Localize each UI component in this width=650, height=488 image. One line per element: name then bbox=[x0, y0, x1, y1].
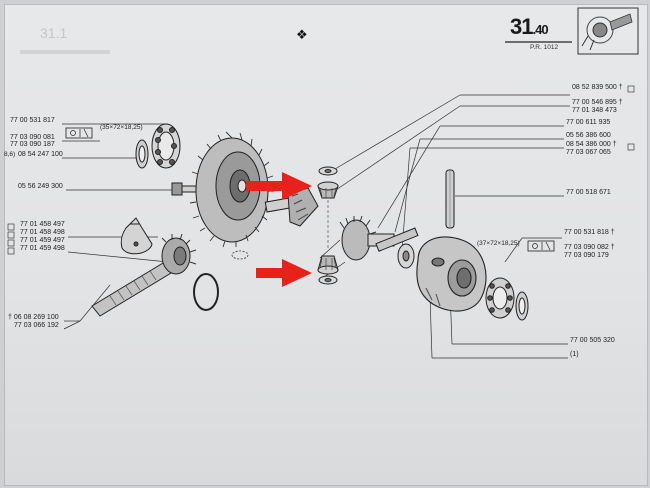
bearing-cup-left bbox=[135, 139, 149, 169]
small_text-bearing-spec-right: (37×72×18,25) bbox=[477, 240, 520, 247]
page-reference: P.R. 1012 bbox=[530, 44, 559, 51]
catalog-page bbox=[4, 4, 648, 486]
left_labels-lbl-l2: 77 03 090 081 bbox=[10, 134, 55, 141]
bearing-symbol-right-icon bbox=[527, 240, 555, 252]
page-number: 31.40 bbox=[510, 14, 549, 40]
section-thumbnail-icon bbox=[577, 7, 639, 55]
circlip-ring bbox=[193, 273, 219, 311]
leader-lines bbox=[62, 94, 570, 359]
left_labels-lbl-l9: 77 01 459 498 bbox=[20, 245, 65, 252]
tapered-roller-bearing-left bbox=[151, 123, 181, 169]
binder-mark-icon: ❖ bbox=[296, 28, 308, 43]
left_labels-lbl-l3: 77 03 090 187 bbox=[10, 141, 55, 148]
right_labels-lbl-r8: 77 00 518 671 bbox=[566, 189, 611, 196]
right_labels-lbl-r4: 77 00 611 935 bbox=[566, 119, 611, 126]
left_labels-lbl-l1: 77 00 531 817 bbox=[10, 117, 55, 124]
right_labels-lbl-r10: 77 03 090 082 † bbox=[564, 244, 615, 251]
crown-wheel-gear bbox=[189, 131, 274, 248]
page-number-sub: .40 bbox=[532, 22, 548, 37]
right_labels-lbl-r2: 77 00 546 895 † bbox=[572, 99, 623, 106]
label-marker-icons bbox=[7, 85, 635, 255]
svg-text:31.1: 31.1 bbox=[40, 25, 67, 41]
red-arrow-lower-icon bbox=[256, 259, 312, 287]
shim-bag-icon bbox=[120, 217, 153, 255]
right_labels-lbl-r13: (1) bbox=[570, 351, 579, 358]
shim-dashed-oval bbox=[231, 250, 249, 260]
roll-pin bbox=[445, 169, 455, 229]
right_labels-lbl-r9: 77 00 531 818 † bbox=[564, 229, 615, 236]
right_labels-lbl-r12: 77 00 505 320 bbox=[570, 337, 615, 344]
upper-spider-gear bbox=[317, 181, 339, 199]
right_labels-lbl-r6: 08 54 386 000 † bbox=[566, 141, 617, 148]
differential-pin bbox=[375, 227, 419, 252]
tapered-roller-bearing-right bbox=[485, 277, 515, 319]
right_labels-lbl-r7: 77 03 067 065 bbox=[566, 149, 611, 156]
right_labels-lbl-r1: 08 52 839 500 † bbox=[572, 84, 623, 91]
left_labels-lbl-l6: 77 01 458 497 bbox=[20, 221, 65, 228]
right_labels-lbl-r11: 77 03 090 179 bbox=[564, 252, 609, 259]
left_labels-lbl-l7: 77 01 458 498 bbox=[20, 229, 65, 236]
bearing-cup-right bbox=[515, 291, 529, 321]
bearing-symbol-left-icon bbox=[65, 127, 93, 139]
red-arrow-upper-icon bbox=[246, 172, 312, 200]
left_labels-lbl-l4: 08 54 247 100 bbox=[18, 151, 63, 158]
differential-housing bbox=[416, 236, 487, 312]
right_labels-lbl-r5: 05 56 386 600 bbox=[566, 132, 611, 139]
left_labels-lbl-l5: 05 56 249 300 bbox=[18, 183, 63, 190]
planet-gear-shaft bbox=[264, 187, 319, 227]
page-number-main: 31 bbox=[510, 14, 534, 39]
side-gear-right bbox=[339, 215, 395, 261]
right_labels-lbl-r3: 77 01 348 473 bbox=[572, 107, 617, 114]
crown-wheel-bolt bbox=[171, 182, 197, 196]
upper-planet-washer bbox=[318, 166, 338, 176]
pinion-shaft bbox=[91, 233, 197, 317]
left_labels-lbl-l11: 77 03 066 192 bbox=[14, 322, 59, 329]
small_text-bearing-spec-left: (35×72×18,25) bbox=[100, 124, 143, 131]
lower-spider-gear bbox=[317, 255, 339, 275]
small_text-left-edge-mark: 8,6) bbox=[4, 151, 16, 158]
left_labels-lbl-l10: † 06 08 269 100 bbox=[8, 314, 59, 321]
show-through-text: 31.1 bbox=[20, 25, 110, 54]
lower-planet-washer bbox=[318, 275, 338, 285]
left_labels-lbl-l8: 77 01 459 497 bbox=[20, 237, 65, 244]
thrust-washer-right bbox=[397, 243, 415, 269]
